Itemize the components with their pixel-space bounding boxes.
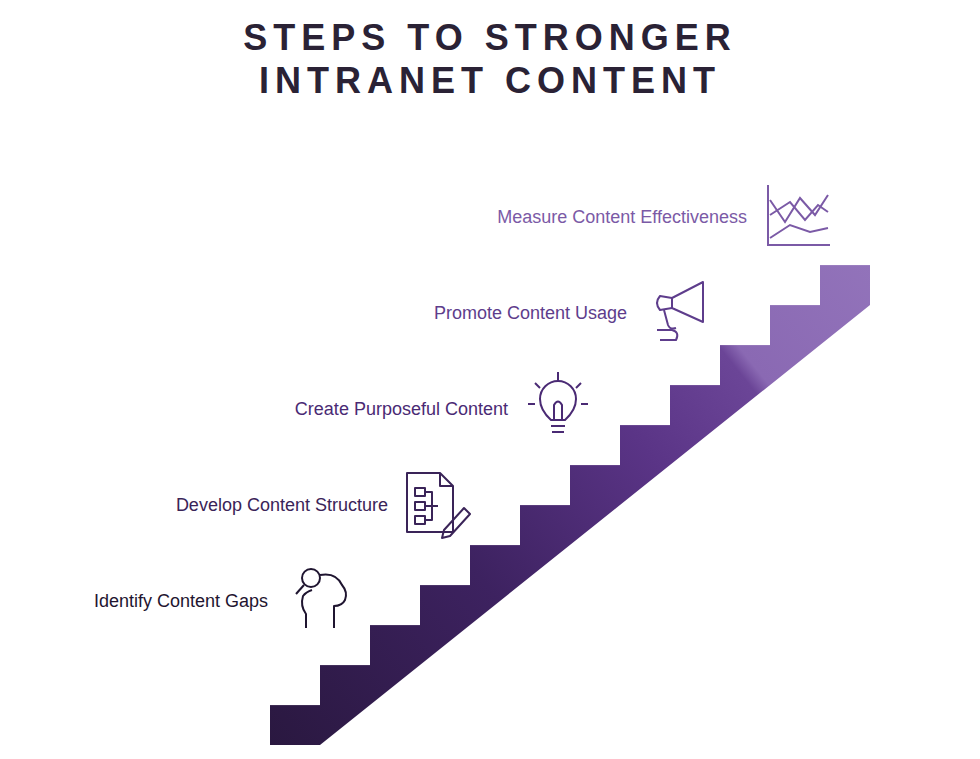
step-label: Measure Content Effectiveness xyxy=(497,206,747,228)
stair-tread xyxy=(520,505,570,506)
step-label: Promote Content Usage xyxy=(434,302,627,324)
step-label: Identify Content Gaps xyxy=(94,590,268,612)
stair-tread xyxy=(770,305,820,306)
stair-tread xyxy=(570,465,620,466)
stair-tread xyxy=(470,545,520,546)
step-label: Create Purposeful Content xyxy=(295,398,508,420)
megaphone-icon xyxy=(657,282,703,340)
step-label: Develop Content Structure xyxy=(176,494,388,516)
stair-tread xyxy=(670,385,720,386)
stair-tread xyxy=(320,665,370,666)
stair-tread xyxy=(620,425,670,426)
stair-tread xyxy=(370,625,420,626)
lightbulb-icon xyxy=(528,372,588,432)
diagram-title: STEPS TO STRONGER INTRANET CONTENT xyxy=(190,16,790,102)
person-search-icon xyxy=(296,569,346,628)
document-icon xyxy=(407,473,470,538)
stair-tread xyxy=(720,345,770,346)
stair-tread xyxy=(270,705,320,706)
stair-tread xyxy=(420,585,470,586)
stair-tread xyxy=(820,265,870,266)
chart-icon xyxy=(768,185,830,245)
